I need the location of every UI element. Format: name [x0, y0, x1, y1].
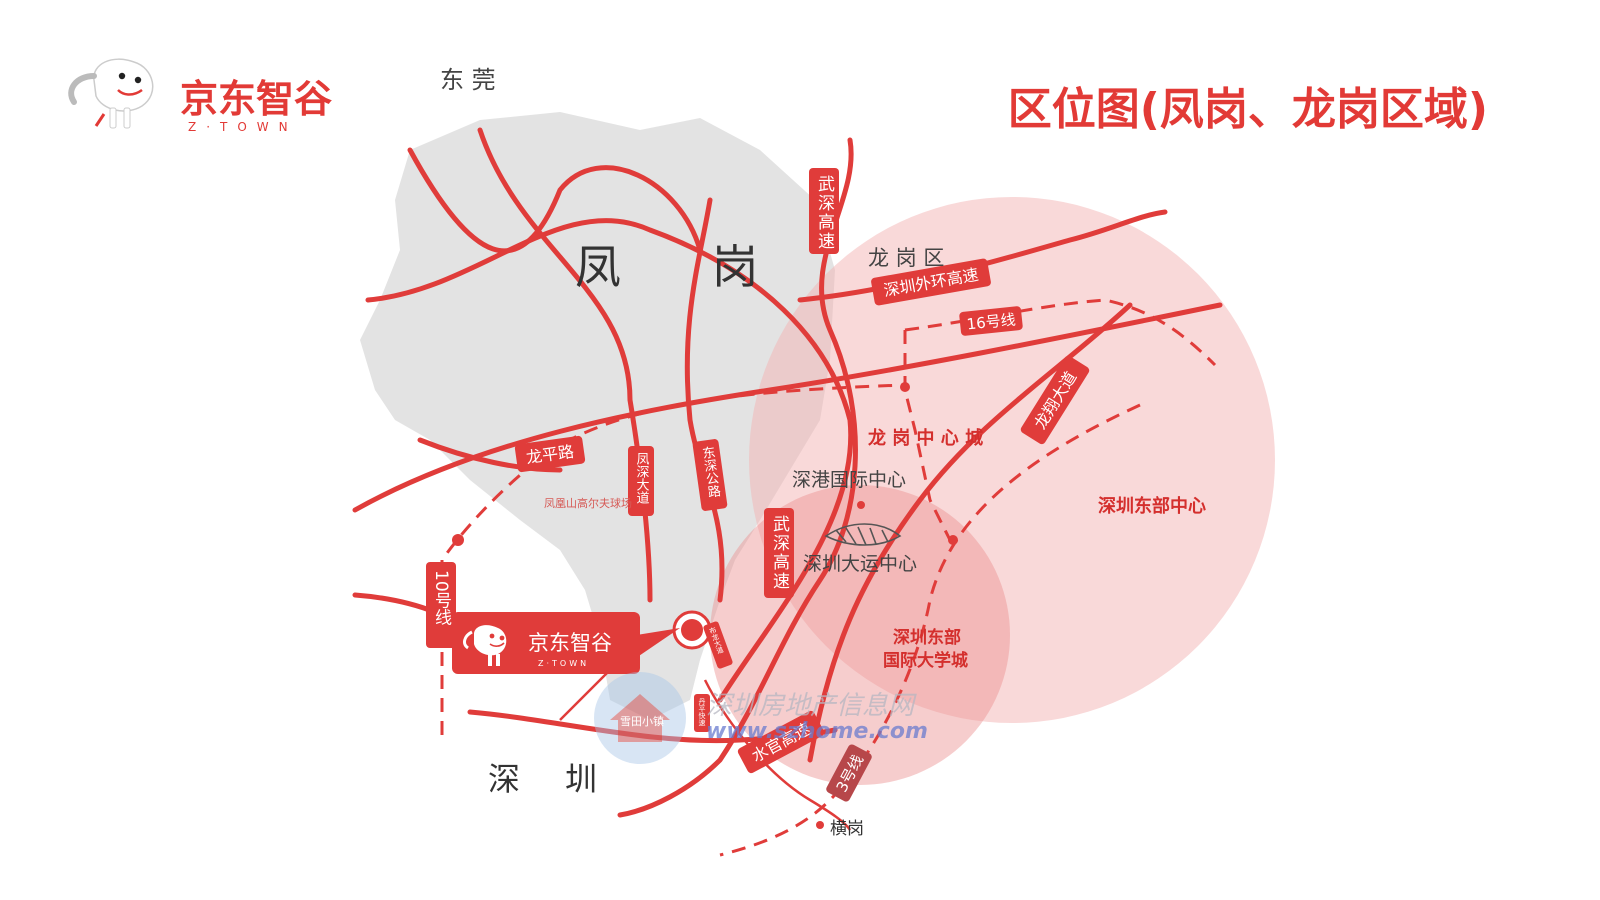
badge-longxiang	[1020, 355, 1090, 445]
watermark-xuetian: 雪田小镇	[620, 714, 664, 728]
region-longgang-district: 龙 岗 区	[868, 246, 944, 270]
watermark-en: www.szhome.com	[706, 719, 928, 744]
metro-line-16-branch	[903, 330, 952, 541]
badge-wushen-north	[809, 168, 839, 254]
station-dot-a	[900, 382, 910, 392]
watermark-cn: 深圳房地产信息网	[706, 691, 917, 721]
brand-logo: 京东智谷 Z·TOWN	[68, 58, 332, 134]
label-line16: 16号线	[966, 310, 1017, 333]
badge-line3	[826, 744, 872, 802]
project-callout-pointer	[630, 628, 680, 662]
longgang-influence-circle	[749, 197, 1275, 723]
label-fengshen: 凤深大道	[634, 452, 650, 504]
road-dongshen	[684, 197, 725, 603]
road-north-arc	[407, 147, 703, 254]
badge-fengshen	[628, 446, 654, 516]
project-callout: 京东智谷 Z·TOWN	[452, 612, 680, 674]
label-small-b: 丹平快速	[698, 698, 706, 727]
station-dot-b	[948, 535, 958, 545]
place-golf: 凤凰山高尔夫球场	[544, 496, 632, 510]
metro-line-3	[719, 403, 1141, 857]
place-university-1: 深圳东部	[893, 627, 961, 648]
badge-longping	[514, 435, 586, 473]
region-fenggang-2: 岗	[712, 240, 758, 294]
project-dog-logo-icon	[463, 625, 507, 666]
badge-shuiguan	[737, 710, 825, 774]
place-henggang: 横岗	[830, 819, 864, 839]
road-fengshen	[477, 127, 653, 603]
badge-outer-ring	[871, 258, 991, 306]
project-callout-sub: Z·TOWN	[538, 659, 589, 668]
region-shenzhen-2: 圳	[565, 760, 597, 798]
jd-dog-icon	[68, 58, 154, 129]
region-fenggang-1: 凤	[575, 240, 621, 294]
region-dongguan: 东 莞	[440, 66, 496, 94]
project-target-inner	[681, 619, 703, 641]
brand-sub: Z·TOWN	[188, 120, 298, 134]
badge-wushen-south	[764, 508, 794, 598]
badge-small-a	[703, 621, 733, 669]
metro-line-16	[904, 298, 1217, 367]
place-longgang-center: 龙 岗 中 心 城	[868, 427, 983, 449]
region-shenzhen-1: 深	[488, 760, 520, 798]
badge-line10	[426, 562, 456, 648]
road-fenggang-ring	[365, 218, 854, 703]
label-line10: 10号线	[431, 570, 452, 626]
project-callout-name: 京东智谷	[528, 631, 612, 655]
label-wushen-south: 武深高速	[769, 515, 790, 591]
place-university-2: 国际大学城	[883, 650, 968, 671]
dayun-stadium-icon	[824, 523, 902, 546]
badge-small-b	[694, 694, 710, 732]
page-title: 区位图(凤岗、龙岗区域)	[1008, 84, 1488, 135]
place-dayun: 深圳大运中心	[803, 553, 917, 575]
metro-lines	[440, 298, 1217, 857]
road-longping	[352, 302, 1223, 513]
place-intl-center: 深港国际中心	[792, 469, 906, 491]
road-fenggang-west	[417, 437, 563, 473]
label-wushen-north: 武深高速	[814, 175, 835, 251]
station-dot-c	[452, 534, 464, 546]
road-wushen	[617, 137, 858, 818]
badge-dongshen	[692, 439, 728, 511]
henggang-dot	[816, 821, 824, 829]
metro-line-10	[440, 383, 906, 735]
road-south-thin	[703, 679, 852, 831]
watermark: 雪田小镇 深圳房地产信息网 www.szhome.com	[594, 672, 928, 764]
badge-line16	[959, 306, 1023, 336]
intl-center-dot	[857, 501, 865, 509]
brand-name: 京东智谷	[180, 77, 332, 121]
place-east-center: 深圳东部中心	[1098, 495, 1206, 517]
